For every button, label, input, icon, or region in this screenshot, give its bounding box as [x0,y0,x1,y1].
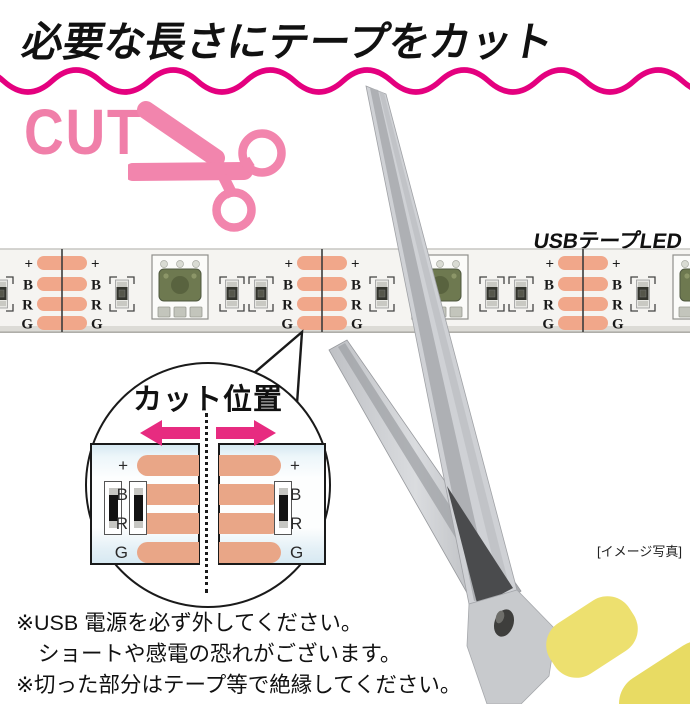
resistor-chip [129,481,147,535]
pin-label: G [542,317,554,333]
pin-label: B [283,278,293,294]
footnote-line: ※切った部分はテープ等で絶縁してください。 [16,673,462,697]
led-chip [411,254,469,320]
pin-label: R [290,514,303,533]
copper-pad [219,542,281,563]
pin-label: G [91,317,103,333]
pin-label: B [612,278,622,294]
pin-label: G [281,317,293,333]
scissors-blade-lower [328,339,522,622]
pin-label: B [290,485,302,504]
pin-label: B [23,278,33,294]
pin-label: R [115,514,128,533]
copper-pad [137,455,199,476]
pin-label: G [290,543,304,562]
pin-label: + [24,257,33,273]
footnote-line: ※USB 電源を必ず外してください。 [16,611,363,635]
resistor-chip [274,481,292,535]
led-chip [672,254,690,320]
pin-label: R [22,298,33,314]
pin-label: + [612,257,621,273]
resistor-chip [630,276,656,312]
cut-position-dotted-line [205,413,208,593]
scissors-handle [619,640,690,704]
resistor-chip [109,276,135,312]
scissors-pivot-body [466,589,557,704]
copper-pad [219,513,281,534]
pin-label: R [282,298,293,314]
pin-label: + [91,257,100,273]
wave-divider [0,67,690,95]
copper-pad [219,455,281,476]
pin-label: + [290,456,300,475]
pin-label: G [114,543,128,562]
pin-label: + [351,257,360,273]
copper-pad [137,542,199,563]
pivot-screw [493,609,515,637]
pin-label: B [91,278,101,294]
pin-label: + [118,456,128,475]
copper-pad [137,484,199,505]
blade-shadow [447,486,513,607]
photo-note: [イメージ写真] [597,544,682,559]
callout-title: カット位置 [132,384,283,416]
copper-pad [137,513,199,534]
footnote-line: ショートや感電の恐れがございます。 [38,642,402,666]
resistor-chip [219,276,245,312]
pin-label: B [351,278,361,294]
pin-label: G [21,317,33,333]
pin-label: B [116,485,128,504]
resistor-chip [104,481,122,535]
pin-label: G [612,317,624,333]
pin-label: B [544,278,554,294]
scissors-handle [546,596,638,678]
pin-label: R [351,298,362,314]
scissors-blade-upper [365,85,518,605]
cut-direction-arrows [140,420,276,446]
pin-label: + [284,257,293,273]
resistor-chip [248,276,274,312]
pin-label: R [612,298,623,314]
scissors-icon [128,101,286,232]
copper-pad [219,484,281,505]
led-chip [151,254,209,320]
pin-label: + [545,257,554,273]
pin-label: R [543,298,554,314]
pin-label: G [351,317,363,333]
pin-label: R [91,298,102,314]
footnotes: ※USB 電源を必ず外してください。 ショートや感電の恐れがございます。 ※切っ… [16,608,461,701]
resistor-chip [0,276,14,312]
cut-label: CUT [24,96,143,168]
